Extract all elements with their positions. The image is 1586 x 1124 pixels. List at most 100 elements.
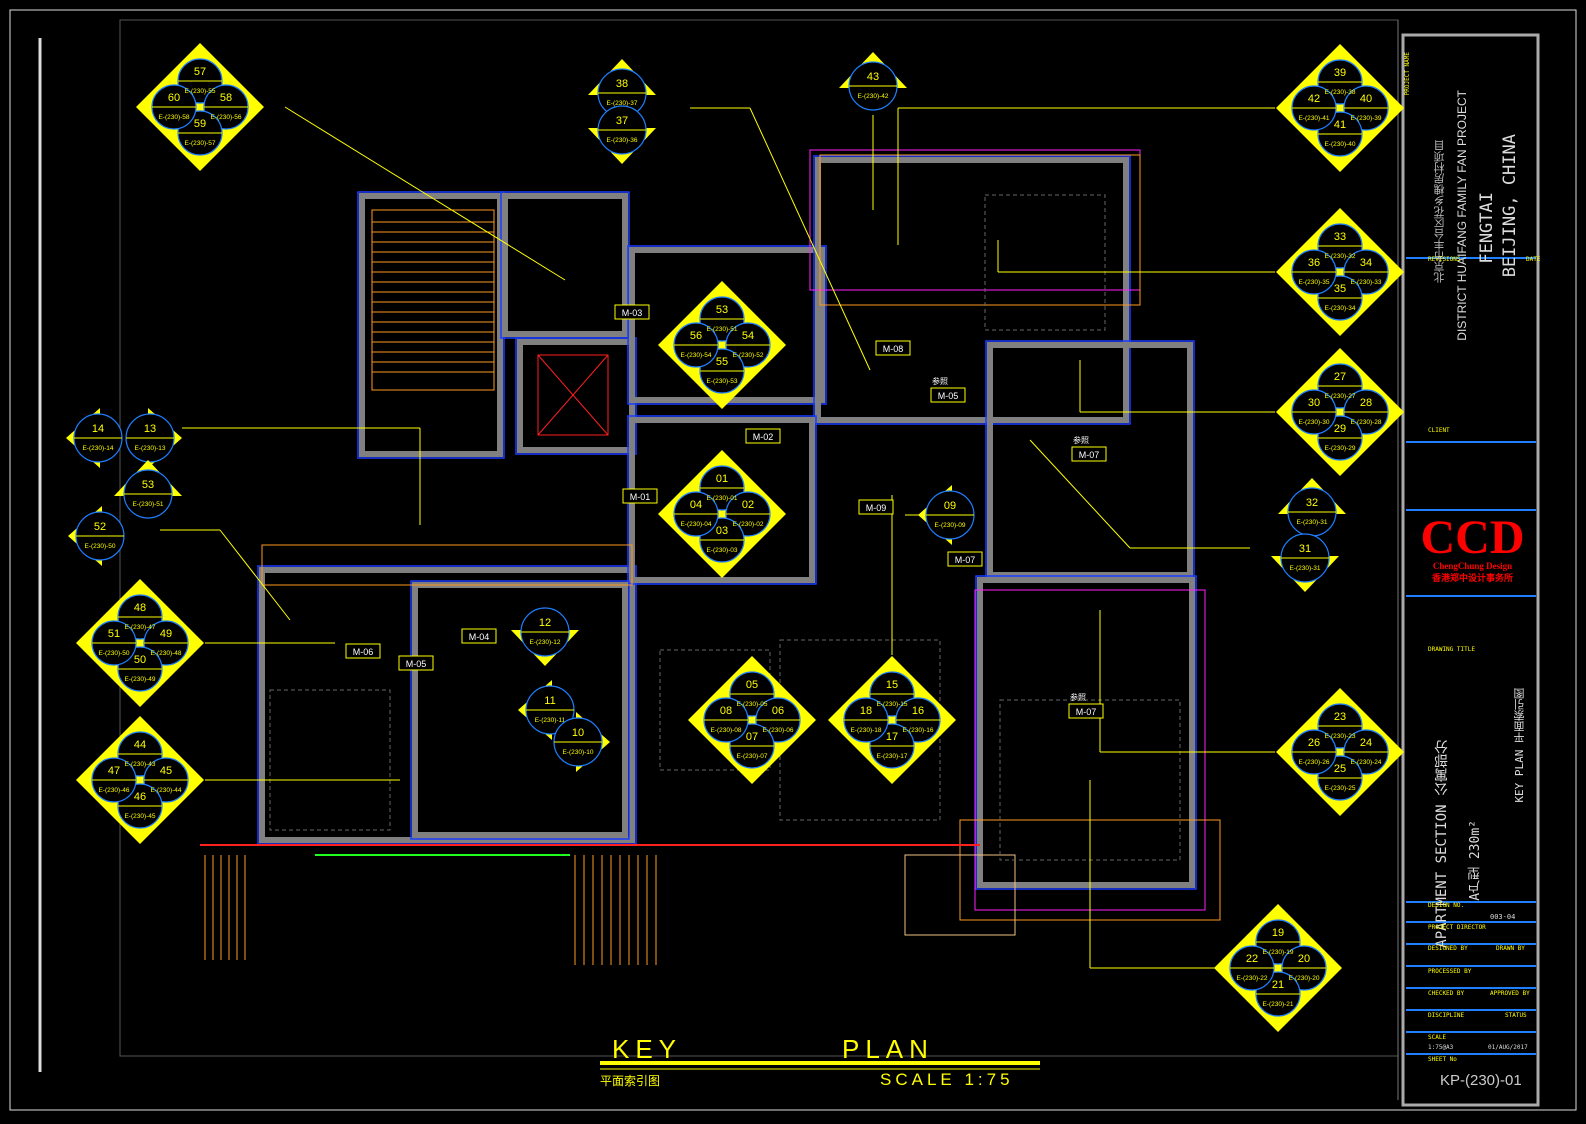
elevation-marker-38: 38E-(230)-37 (588, 59, 656, 118)
marker-number: 26 (1308, 737, 1320, 749)
checked-by-label: CHECKED BY (1428, 990, 1465, 997)
marker-number: 32 (1306, 497, 1318, 509)
drawn-by-label: DRAWN BY (1496, 945, 1525, 952)
door-tag-label: M-07 (955, 555, 976, 565)
elevation-marker-53: 53E-(230)-51 (114, 460, 182, 519)
marker-ref: E-(230)-03 (706, 547, 737, 554)
title-block-frame (1401, 33, 1540, 1107)
project-en: DISTRICT HUAIFANG FAMILY FAN PROJECT (1455, 90, 1469, 341)
wall-outline (500, 191, 630, 339)
design-no-label: DESIGN NO. (1428, 902, 1465, 909)
marker-number: 36 (1308, 257, 1320, 269)
elevation-marker-43: 43E-(230)-42 (839, 52, 907, 111)
door-tag-m-07: M-07 参照 (1071, 435, 1107, 462)
marker-diamond (76, 716, 204, 844)
marker-ref: E-(230)-15 (876, 701, 907, 708)
sheet-title-key: KEY (612, 1034, 683, 1064)
marker-number: 59 (194, 118, 206, 130)
marker-number: 57 (194, 66, 206, 78)
marker-number: 05 (746, 679, 758, 691)
elevation-marker-10: 10E-(230)-10 (553, 712, 610, 772)
processed-by-label: PROCESSED BY (1428, 968, 1472, 975)
door-tag-note: 参照 (932, 376, 948, 386)
marker-number: 51 (108, 628, 120, 640)
marker-ref: E-(230)-45 (124, 813, 155, 820)
elevator-x (537, 354, 609, 436)
marker-diamond (136, 43, 264, 171)
marker-number: 53 (142, 479, 154, 491)
elevation-marker-quad-19: 19E-(230)-1920E-(230)-2021E-(230)-2122E-… (1214, 904, 1342, 1032)
wall (502, 193, 628, 337)
marker-ref: E-(230)-46 (98, 787, 129, 794)
wall (517, 339, 635, 453)
elevation-marker-quad-44: 44E-(230)-4345E-(230)-4446E-(230)-4547E-… (76, 716, 204, 844)
marker-number: 11 (544, 695, 555, 707)
marker-ref: E-(230)-49 (124, 676, 155, 683)
marker-ref: E-(230)-58 (158, 114, 189, 121)
marker-ref: E-(230)-47 (124, 624, 155, 631)
marker-number: 15 (886, 679, 898, 691)
marker-diamond (688, 656, 816, 784)
client-label: CLIENT (1428, 427, 1450, 434)
marker-number: 19 (1272, 927, 1284, 939)
door-tag-label: M-07 (1079, 450, 1100, 460)
marker-ref: E-(230)-55 (184, 88, 215, 95)
marker-ref: E-(230)-10 (562, 749, 593, 756)
elevation-marker-quad-15: 15E-(230)-1516E-(230)-1617E-(230)-1718E-… (828, 656, 956, 784)
marker-ref: E-(230)-40 (1324, 141, 1355, 148)
door-tag-m-07: M-07 (947, 551, 983, 567)
door-tag-note: 参照 (1073, 435, 1089, 445)
marker-number: 54 (742, 330, 754, 342)
elevation-marker-13: 13E-(230)-13 (125, 408, 182, 468)
designed-by-label: DESIGNED BY (1428, 945, 1468, 952)
marker-diamond (658, 281, 786, 409)
marker-ref: E-(230)-50 (84, 543, 115, 550)
elevation-marker-32: 32E-(230)-31 (1278, 478, 1346, 537)
leader-line (1029, 439, 1131, 549)
marker-number: 14 (92, 423, 104, 435)
project-director-label: PROJECT DIRECTOR (1428, 924, 1486, 931)
wall-outline (257, 565, 637, 845)
marker-ref: E-(230)-23 (1324, 733, 1355, 740)
door-tag-box (1068, 703, 1104, 719)
marker-number: 56 (690, 330, 702, 342)
leader-line (219, 529, 291, 621)
marker-ref: E-(230)-26 (1298, 759, 1329, 766)
door-tag-m-02: M-02 (745, 428, 781, 444)
marker-number: 45 (160, 765, 172, 777)
logo-sub: ChengChung Design (1432, 561, 1513, 571)
sheet-no-label: SHEET No (1428, 1056, 1457, 1063)
marker-ref: E-(230)-41 (1298, 115, 1329, 122)
elevation-marker-quad-23: 23E-(230)-2324E-(230)-2425E-(230)-2526E-… (1276, 688, 1404, 816)
marker-ref: E-(230)-19 (1262, 949, 1293, 956)
marker-ref: E-(230)-50 (98, 650, 129, 657)
marker-ref: E-(230)-17 (876, 753, 907, 760)
marker-ref: E-(230)-08 (710, 727, 741, 734)
wall (359, 193, 503, 457)
marker-diamond (1276, 348, 1404, 476)
marker-ref: E-(230)-34 (1324, 305, 1355, 312)
marker-ref: E-(230)-16 (902, 727, 933, 734)
elevation-marker-quad-53: 53E-(230)-5154E-(230)-5255E-(230)-5356E-… (658, 281, 786, 409)
marker-number: 03 (716, 525, 728, 537)
door-tag-box (614, 304, 650, 320)
logo-cn: 香港郑中设计事务所 (1431, 574, 1513, 584)
drawing-name: KEY PLAN 平面索引图 (1513, 688, 1526, 803)
door-tag-label: M-03 (622, 308, 643, 318)
marker-ref: E-(230)-30 (1298, 419, 1329, 426)
door-tag-box (1071, 446, 1107, 462)
marker-ref: E-(230)-56 (210, 114, 241, 121)
door-tag-m-01: M-01 (622, 488, 658, 504)
door-tag-m-09: M-09 (858, 499, 894, 515)
marker-number: 48 (134, 602, 146, 614)
marker-number: 01 (716, 473, 728, 485)
marker-ref: E-(230)-52 (732, 352, 763, 359)
door-tag-label: M-07 (1076, 707, 1097, 717)
elevation-marker-14: 14E-(230)-14 (66, 408, 123, 468)
project-name-label: PROJECT NAME (1404, 52, 1411, 96)
elevation-marker-quad-39: 39E-(230)-3840E-(230)-3941E-(230)-4042E-… (1276, 44, 1404, 172)
elevation-marker-12: 12E-(230)-12 (511, 607, 579, 666)
marker-number: 41 (1334, 119, 1346, 131)
marker-ref: E-(230)-48 (150, 650, 181, 657)
elevation-marker-quad-57: 57E-(230)-5558E-(230)-5659E-(230)-5760E-… (136, 43, 264, 171)
